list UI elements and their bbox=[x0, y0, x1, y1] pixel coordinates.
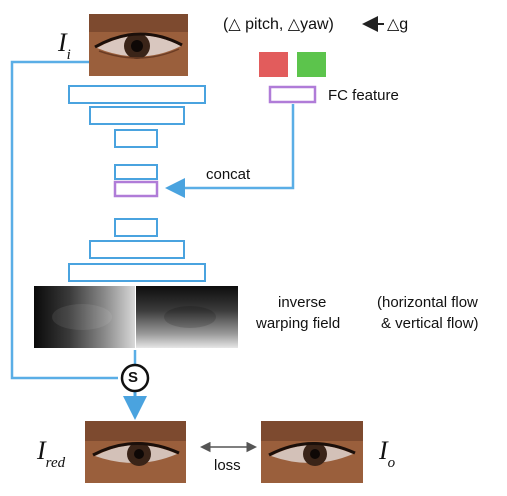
sampler-circle bbox=[120, 363, 150, 393]
fc-to-concat-arrow bbox=[165, 104, 295, 198]
encoder-block-2 bbox=[89, 106, 185, 125]
sampler-label: S bbox=[128, 369, 139, 386]
loss-label: loss bbox=[214, 457, 241, 474]
encoder-block-1 bbox=[68, 85, 206, 104]
yaw-square bbox=[297, 52, 326, 77]
target-eye-image bbox=[261, 421, 363, 483]
decoder-block-1 bbox=[114, 218, 158, 237]
redirected-symbol-sub: red bbox=[45, 455, 66, 471]
encoder-block-3 bbox=[114, 129, 158, 148]
output-symbol-main: I bbox=[379, 436, 388, 465]
output-symbol: Io bbox=[379, 436, 395, 471]
input-eye-image bbox=[89, 14, 188, 76]
concat-block bbox=[113, 180, 159, 198]
output-symbol-sub: o bbox=[387, 455, 396, 471]
pitch-square bbox=[259, 52, 288, 77]
delta-g-label: △g bbox=[387, 16, 409, 33]
inverse-label-line1: inverse bbox=[278, 294, 327, 311]
flow-label-line2: & vertical flow) bbox=[381, 315, 479, 332]
vertical-flow-field bbox=[136, 286, 238, 348]
inverse-label-line2: warping field bbox=[256, 315, 341, 332]
fc-feature-label: FC feature bbox=[328, 87, 399, 104]
redirected-eye-image bbox=[85, 421, 186, 483]
delta-label: (△ pitch, △yaw) bbox=[223, 16, 334, 33]
input-symbol-main: I bbox=[58, 28, 67, 57]
redirected-symbol: Ired bbox=[37, 436, 65, 471]
decoder-block-3 bbox=[68, 263, 206, 282]
decoder-block-2 bbox=[89, 240, 185, 259]
concat-label: concat bbox=[206, 166, 251, 183]
fc-feature-block bbox=[268, 85, 317, 104]
input-symbol-sub: i bbox=[66, 47, 71, 63]
redirected-symbol-main: I bbox=[37, 436, 46, 465]
flow-label-line1: (horizontal flow bbox=[377, 294, 478, 311]
input-symbol: Ii bbox=[58, 28, 71, 63]
skip-connection-line bbox=[10, 60, 118, 380]
bottleneck-block-1 bbox=[114, 164, 158, 180]
horizontal-flow-field bbox=[34, 286, 135, 348]
